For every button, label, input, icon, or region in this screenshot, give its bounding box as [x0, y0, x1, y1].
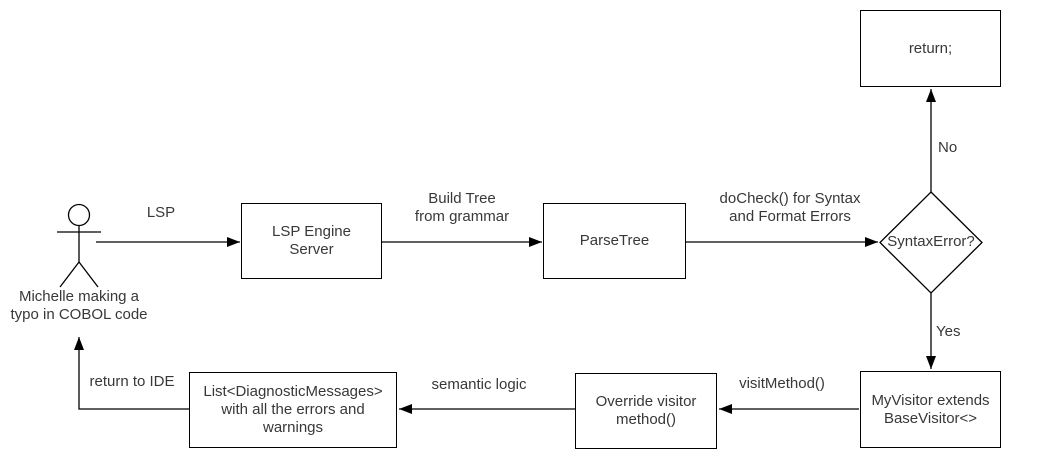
actor-leg-right [78, 261, 99, 288]
node-override-visitor-method-label: Override visitor method() [595, 393, 697, 428]
actor-leg-left [59, 261, 80, 288]
edge-label-build-tree: Build Tree from grammar [414, 190, 510, 225]
node-return-label: return; [908, 39, 953, 57]
node-override-visitor-method: Override visitor method() [575, 373, 717, 449]
node-diagnostic-messages-label: List<DiagnosticMessages> with all the er… [203, 383, 383, 436]
edge-label-lsp: LSP [146, 204, 176, 221]
edge-label-do-check: doCheck() for Syntax and Format Errors [719, 190, 861, 225]
node-parse-tree: ParseTree [543, 203, 686, 279]
node-diagnostic-messages: List<DiagnosticMessages> with all the er… [189, 372, 397, 448]
node-lsp-engine-server: LSP Engine Server [241, 203, 382, 279]
actor-figure [57, 203, 101, 288]
node-parse-tree-label: ParseTree [579, 232, 650, 249]
node-return: return; [860, 10, 1001, 87]
actor-head [67, 203, 91, 227]
edge-label-semantic-logic: semantic logic [431, 376, 527, 393]
edge-label-yes: Yes [936, 323, 961, 340]
node-lsp-engine-server-label: LSP Engine Server [272, 223, 351, 258]
edge-label-no: No [938, 139, 958, 156]
node-my-visitor: MyVisitor extends BaseVisitor<> [860, 371, 1001, 448]
decision-diamond-label: SyntaxError? [887, 233, 975, 250]
edge-label-return-to-ide: return to IDE [89, 373, 175, 390]
actor-label: Michelle making a typo in COBOL code [10, 288, 148, 323]
edge-label-visit-method: visitMethod() [739, 375, 825, 392]
edge-diagnostics-to-actor [74, 337, 189, 410]
node-my-visitor-label: MyVisitor extends BaseVisitor<> [871, 391, 990, 427]
